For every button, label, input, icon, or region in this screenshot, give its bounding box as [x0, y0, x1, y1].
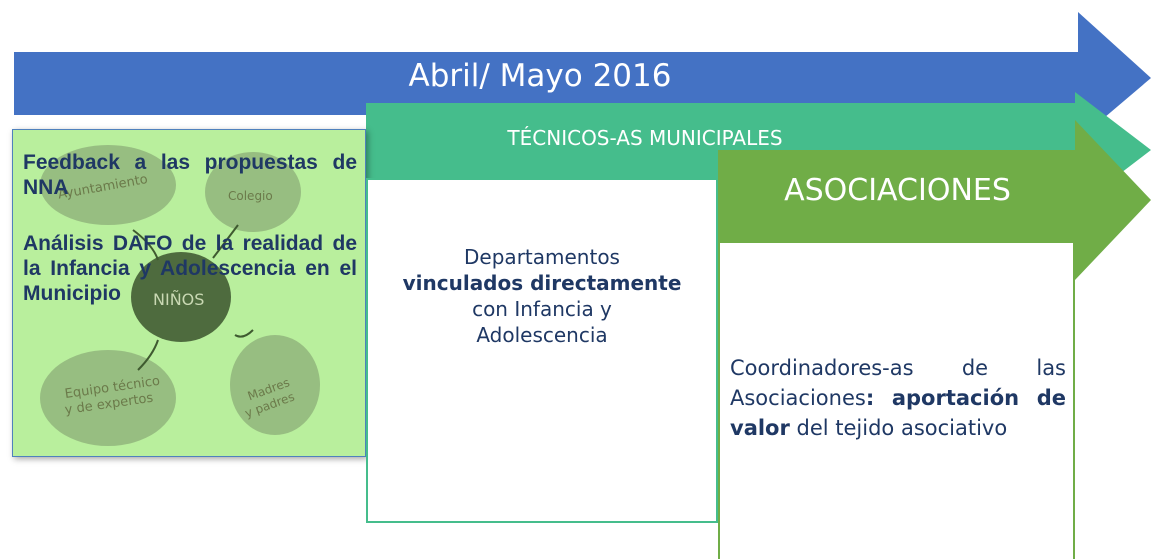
feedback-item: Feedback a las propuestas de NNA: [23, 151, 357, 199]
asociaciones-arrow: [718, 120, 1151, 280]
colegio-label: Colegio: [228, 189, 273, 203]
tecnicos-label: TÉCNICOS-AS MUNICIPALES: [507, 126, 783, 150]
asociaciones-text-1: Coordinadores-as de las Asociaciones: [730, 356, 1066, 410]
asociaciones-description: Coordinadores-as de las Asociaciones: ap…: [730, 353, 1066, 443]
tecnicos-panel: Departamentos vinculados directamente co…: [366, 178, 718, 523]
asociaciones-label: ASOCIACIONES: [784, 173, 1011, 208]
ninos-blob: [131, 252, 231, 342]
ninos-label: NIÑOS: [153, 290, 204, 309]
tecnicos-line-3: con Infancia y: [472, 297, 612, 321]
ninos-panel: Ayuntamiento Colegio NIÑOS Equipo técnic…: [12, 129, 366, 457]
community-illustration: Ayuntamiento Colegio NIÑOS Equipo técnic…: [40, 145, 320, 446]
madres-blob: [230, 335, 320, 435]
period-label: Abril/ Mayo 2016: [408, 58, 672, 94]
equipo-blob: [40, 350, 176, 446]
asociaciones-text-2: del tejido asociativo: [789, 416, 1008, 440]
asociaciones-panel: Coordinadores-as de las Asociaciones: ap…: [718, 241, 1075, 559]
asociaciones-bold: : aportación de valor: [730, 386, 1066, 440]
ayuntamiento-blob: [40, 145, 176, 225]
tecnicos-line-4: Adolescencia: [476, 323, 608, 347]
dafo-item: Análisis DAFO de la realidad de la Infan…: [23, 232, 357, 305]
colegio-blob: [205, 152, 301, 232]
tecnicos-description: Departamentos vinculados directamente co…: [368, 244, 716, 348]
tecnicos-line-bold: vinculados directamente: [402, 271, 682, 295]
tecnicos-line-1: Departamentos: [464, 245, 620, 269]
